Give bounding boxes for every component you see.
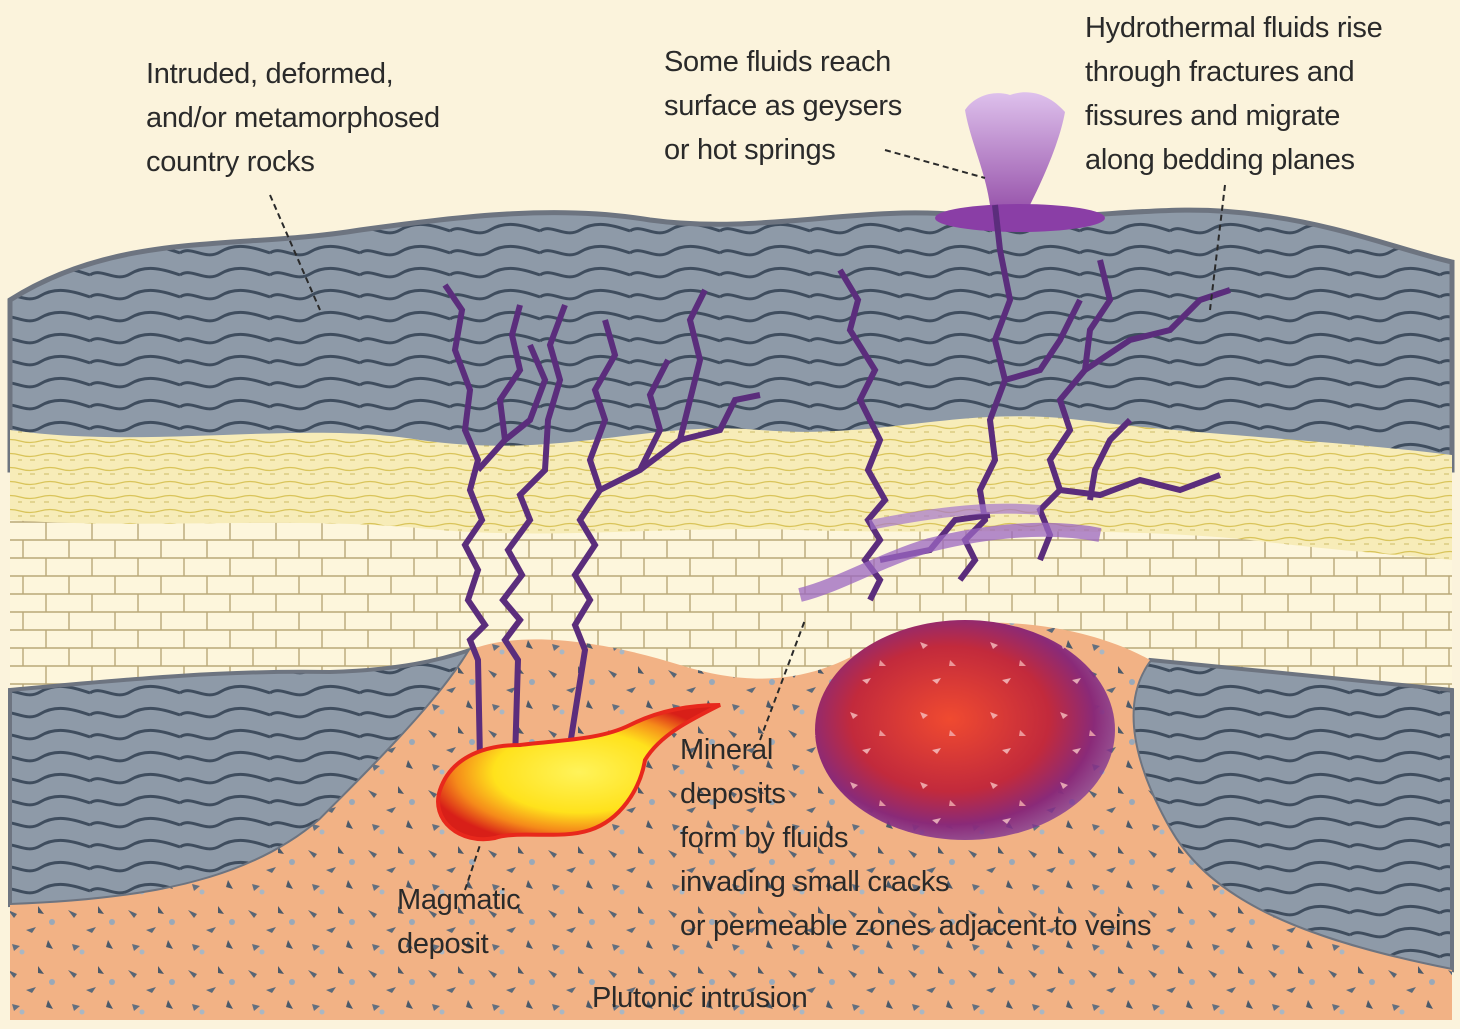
- label-country-rocks: Intruded, deformed, and/or metamorphosed…: [146, 52, 440, 184]
- label-mineral-deposits: Mineral deposits form by fluids invading…: [680, 728, 1151, 948]
- geyser-plume: [965, 92, 1065, 205]
- label-mineral-deposits-line-1: Mineral: [680, 728, 1151, 772]
- label-mineral-deposits-line-3: form by fluids: [680, 816, 1151, 860]
- label-geysers-line-1: Some fluids reach: [664, 40, 902, 84]
- hot-spring-pool: [935, 204, 1105, 232]
- label-geysers: Some fluids reach surface as geysers or …: [664, 40, 902, 172]
- label-hydrothermal: Hydrothermal fluids rise through fractur…: [1085, 6, 1382, 182]
- label-geysers-line-2: surface as geysers: [664, 84, 902, 128]
- label-country-rocks-line-1: Intruded, deformed,: [146, 52, 440, 96]
- label-mineral-deposits-line-2: deposits: [680, 772, 1151, 816]
- label-magmatic-line-1: Magmatic: [397, 878, 520, 922]
- label-plutonic-intrusion: Plutonic intrusion: [592, 976, 807, 1020]
- label-magmatic-line-2: deposit: [397, 922, 520, 966]
- label-hydrothermal-line-2: through fractures and: [1085, 50, 1382, 94]
- label-mineral-deposits-line-5: or permeable zones adjacent to veins: [680, 904, 1151, 948]
- label-hydrothermal-line-4: along bedding planes: [1085, 138, 1382, 182]
- label-country-rocks-line-3: country rocks: [146, 140, 440, 184]
- label-mineral-deposits-line-4: invading small cracks: [680, 860, 1151, 904]
- label-country-rocks-line-2: and/or metamorphosed: [146, 96, 440, 140]
- label-geysers-line-3: or hot springs: [664, 128, 902, 172]
- label-hydrothermal-line-1: Hydrothermal fluids rise: [1085, 6, 1382, 50]
- label-magmatic-deposit: Magmatic deposit: [397, 878, 520, 966]
- label-hydrothermal-line-3: fissures and migrate: [1085, 94, 1382, 138]
